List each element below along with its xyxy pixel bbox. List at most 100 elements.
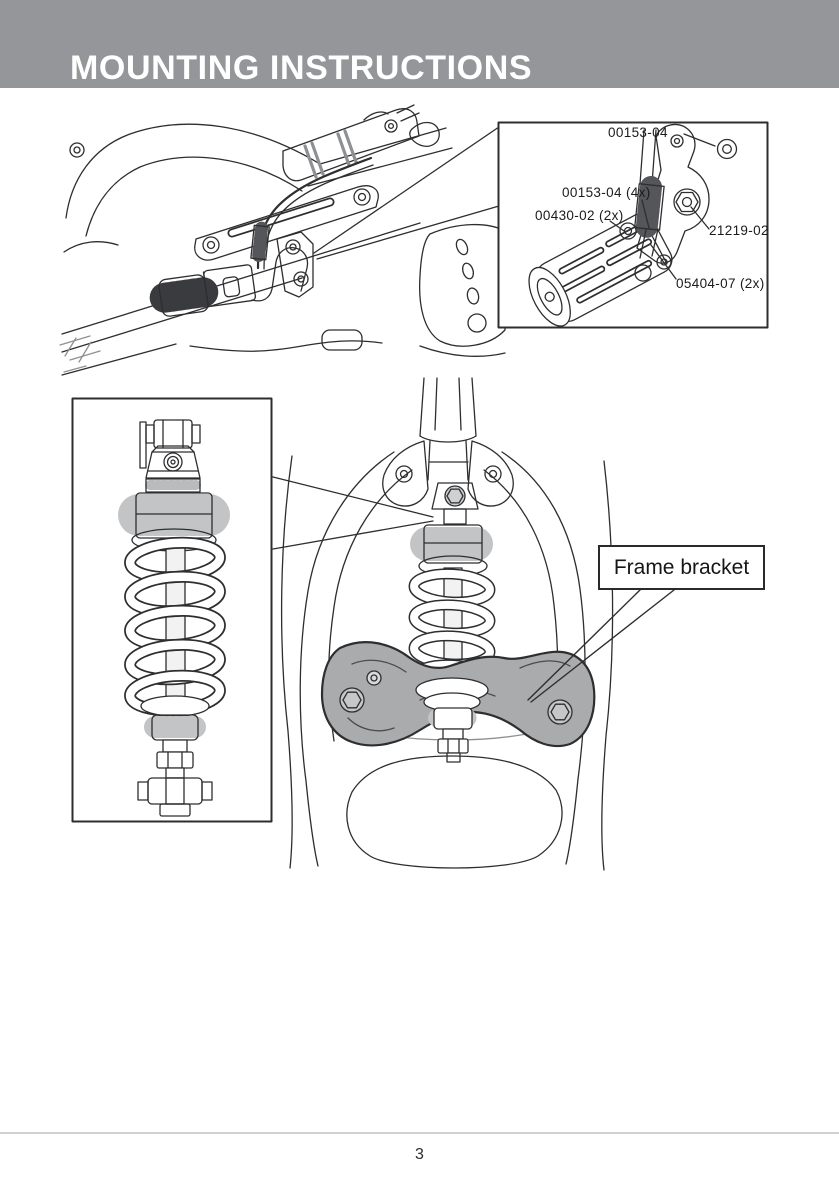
footer-rule (0, 1132, 839, 1134)
hose-clamp (303, 141, 325, 179)
rod (651, 129, 657, 185)
backbone-tube (419, 377, 477, 437)
reservoir-rod (139, 421, 147, 469)
spring-seat-bottom (140, 695, 210, 717)
leader-line (609, 220, 625, 232)
frame-detail (321, 329, 363, 351)
reservoir-cylinder (282, 108, 420, 182)
side-panel-right (601, 460, 614, 871)
adjuster-knob (433, 707, 473, 730)
spring-coil-stack (124, 536, 226, 717)
frame-bracket-leaders (527, 589, 675, 703)
clevis-pin (137, 781, 149, 801)
cylinder-end-ring (536, 277, 563, 316)
part-label-00153-04-4x: 00153-04 (4x) (562, 185, 651, 200)
panel-hole (466, 287, 480, 305)
label-leader-lines (609, 133, 716, 280)
clevis-pin (201, 781, 213, 801)
bracket-bolt-left-hex (342, 691, 362, 709)
leader-line (641, 199, 650, 229)
rod (639, 129, 645, 185)
hatch-lines (59, 335, 101, 373)
preload-collar (423, 524, 483, 564)
callout-leader-line (313, 126, 500, 254)
bolt-icon (293, 271, 309, 287)
page-title: MOUNTING INSTRUCTIONS (70, 49, 533, 87)
bolt-icon (289, 243, 297, 251)
shock-top-clevis (431, 482, 479, 510)
leader-line (527, 589, 641, 701)
top-mount-wing (191, 424, 201, 444)
adjuster-seam (202, 271, 210, 308)
shock-inset-figure (71, 397, 273, 823)
cylinder-slots-inner (560, 226, 651, 302)
clevis (147, 777, 203, 805)
shock-head (145, 451, 201, 479)
panel-hole (455, 238, 469, 256)
hex-nut (156, 751, 194, 769)
seat-rail (319, 127, 447, 165)
callout-leader-line (272, 476, 434, 518)
motorcycle-figure (59, 104, 506, 376)
rod (639, 229, 647, 259)
seat-rail (307, 147, 453, 187)
cylinder-end-face (528, 266, 571, 327)
spacer-icon (619, 222, 637, 240)
top-mount-wing (145, 424, 155, 444)
top-nut-hex (446, 488, 464, 504)
panel-hole (461, 262, 475, 280)
nut-hex (675, 191, 699, 213)
bracket-contours (347, 659, 571, 732)
adjuster-knurl (149, 277, 220, 313)
callout-leader-line (316, 205, 500, 260)
mount-neck (151, 445, 195, 453)
panel-hole (467, 313, 487, 333)
bolt-icon (297, 275, 305, 283)
bolt-icon (202, 236, 220, 254)
hose-sleeve-outline (250, 224, 270, 261)
fender-lip (63, 241, 119, 253)
backbone-base (419, 435, 477, 443)
rod (651, 228, 659, 257)
hardware-callout-lines (313, 126, 500, 260)
plate-hole (673, 137, 681, 145)
bolt-icon (484, 465, 502, 483)
callout-leader-line (272, 520, 434, 550)
adjuster-cylinder (528, 213, 673, 327)
preload-adjuster-on-bike (149, 264, 257, 317)
subframe-strut (194, 185, 379, 261)
collar-upper (145, 478, 201, 493)
bolt-icon (656, 254, 672, 270)
adjuster-window (222, 276, 241, 298)
engine-lines (189, 340, 506, 357)
stem-tip (446, 752, 461, 763)
hose-eyelet (409, 121, 440, 147)
hardware-inset-figure (497, 121, 769, 329)
fender-arc (65, 123, 321, 219)
nut-icon (673, 188, 701, 216)
cylinder-hub (544, 291, 555, 302)
bolt-icon (69, 142, 85, 158)
part-label-05404-07-2x: 05404-07 (2x) (676, 276, 765, 291)
fender-dome (346, 755, 563, 869)
fender-arc-inner (85, 156, 303, 237)
bolt-icon (357, 192, 367, 202)
stem (165, 767, 185, 779)
strut-slot-inner (229, 199, 333, 236)
backbone-box (427, 440, 469, 481)
bolt-icon (384, 119, 398, 133)
washer-icon (722, 144, 732, 154)
rod-sleeve-outline (634, 183, 665, 231)
frame-bracket-label: Frame bracket (598, 545, 765, 590)
swingarm-tube (61, 222, 421, 335)
hex-nut (437, 738, 469, 754)
side-panel-left (280, 455, 293, 869)
bracket-arm (251, 246, 309, 302)
header-bar: MOUNTING INSTRUCTIONS (0, 0, 839, 88)
bolt-icon (660, 258, 668, 266)
bolt-icon (206, 240, 216, 250)
mount-plate-left (382, 440, 429, 507)
clevis-foot (159, 803, 191, 817)
head-bolt (166, 455, 180, 469)
